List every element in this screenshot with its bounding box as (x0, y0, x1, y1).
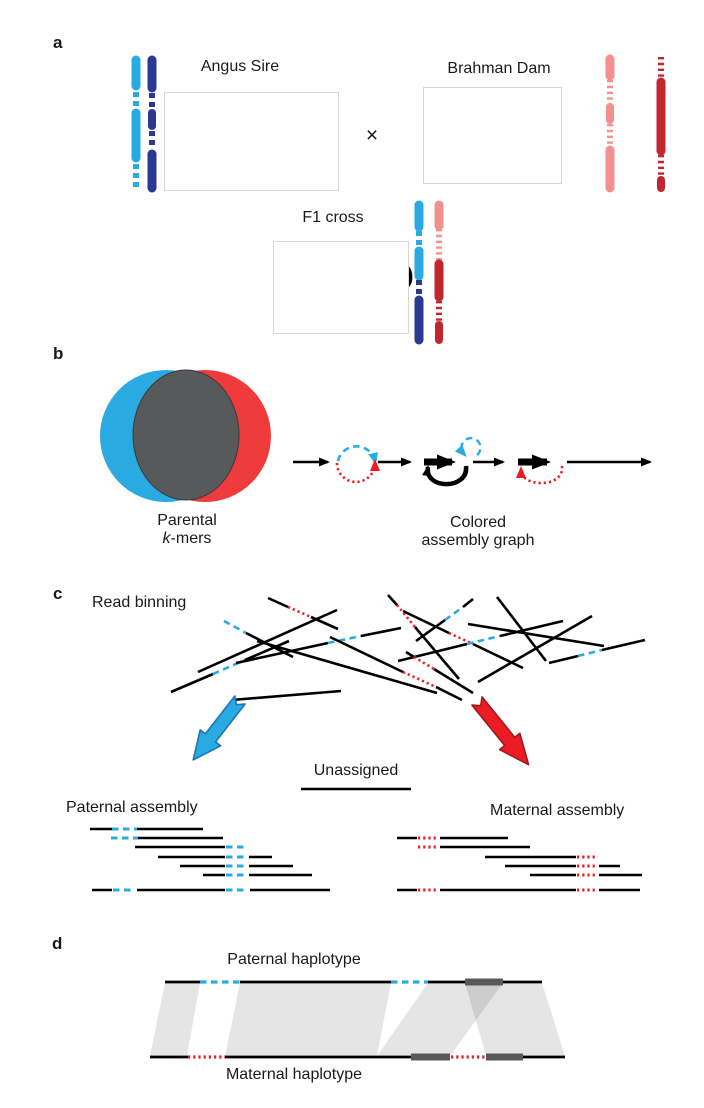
read-pile (170, 594, 646, 702)
parental-kmer-venn (100, 369, 271, 502)
maternal-haplotype-label: Maternal haplotype (225, 1066, 363, 1083)
brahman-cow-box (423, 87, 562, 184)
cross-symbol: × (365, 124, 379, 147)
colored-assembly-graph (293, 436, 652, 487)
colored-graph-line1: Colored (449, 514, 507, 531)
maternal-assembly-pileup (397, 836, 642, 892)
paternal-haplotype-label: Paternal haplotype (227, 951, 361, 968)
f1-cross-label: F1 cross (302, 209, 364, 226)
haplotype-alignment-bands (150, 983, 565, 1056)
panel-c-label: c (53, 584, 63, 603)
f1-cow-box (273, 241, 409, 334)
maternal-bin-arrow-icon (471, 696, 530, 766)
panel-a-label: a (53, 33, 63, 52)
f1-chromosome-pair (414, 200, 444, 345)
maternal-assembly-label: Maternal assembly (490, 802, 625, 819)
angus-sire-label: Angus Sire (200, 58, 280, 75)
paternal-bin-arrow-icon (192, 695, 246, 761)
panel-b-label: b (53, 344, 64, 363)
brahman-dam-label: Brahman Dam (447, 60, 551, 77)
paternal-assembly-label: Paternal assembly (66, 799, 198, 816)
panel-d-label: d (52, 934, 63, 953)
parental-kmers-label: Parental k-mers (112, 512, 262, 549)
angus-cow-box (164, 92, 339, 191)
colored-graph-line2: assembly graph (421, 532, 535, 550)
brahman-chromosome-pair (605, 54, 666, 193)
parental-kmers-line1: Parental (157, 512, 217, 529)
venn-shared-intersection (132, 369, 240, 501)
paternal-assembly-pileup (90, 827, 330, 892)
unassigned-label: Unassigned (313, 762, 399, 779)
angus-chromosome-pair (131, 55, 157, 193)
colored-graph-label: Colored assembly graph (398, 514, 558, 551)
kmers-rest: -mers (170, 530, 212, 548)
kmers-k: k (162, 530, 171, 548)
read-binning-label: Read binning (92, 594, 187, 611)
